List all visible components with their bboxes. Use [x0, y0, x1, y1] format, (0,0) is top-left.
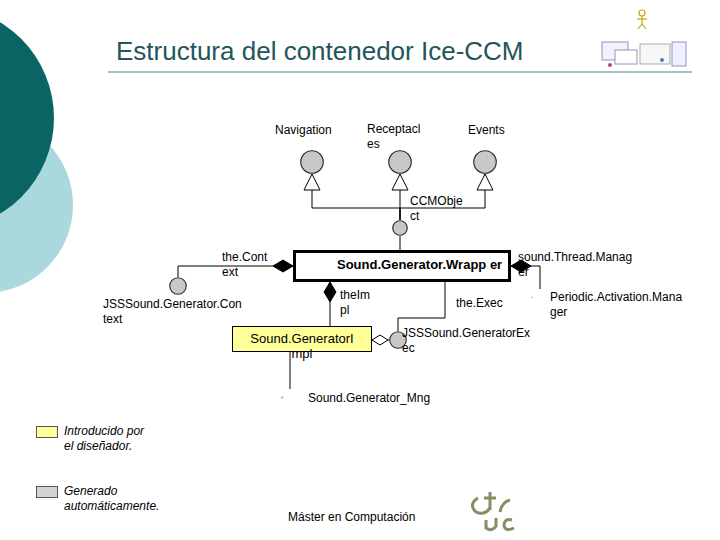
role-label: theIm pl — [340, 288, 380, 318]
interface-circle: JSSSound.Generator.Con text — [169, 277, 187, 295]
connector — [290, 352, 291, 389]
circle-outline — [392, 220, 408, 236]
connector — [400, 174, 401, 220]
interface-circle: Navigation — [300, 150, 324, 174]
circle-outline — [388, 150, 412, 174]
role-label: sound.Thread.Manag er — [518, 250, 640, 280]
legend-text: Generado automáticamente. — [64, 484, 184, 514]
interface-circle: Events — [473, 150, 497, 174]
role-label: the.Cont ext — [222, 250, 274, 280]
class-name: Sound.Generator.Wrapp er — [337, 257, 505, 272]
interface-label: Navigation — [275, 123, 355, 138]
legend-swatch — [36, 426, 58, 438]
interface-circle: Sound.Generator_Mng — [281, 389, 299, 407]
class-box: Sound.Generator.Wrapp er — [293, 250, 511, 282]
circle-outline — [300, 150, 324, 174]
connector — [372, 340, 389, 341]
interface-label: JSSSound.GeneratorEx ec — [402, 326, 534, 356]
connector — [312, 174, 400, 220]
role-label: the.Exec — [456, 296, 516, 311]
footer-text: Máster en Computación — [288, 510, 415, 524]
interface-circle: Receptacl es — [388, 150, 412, 174]
interface-circle: CCMObje ct — [392, 220, 408, 236]
connector — [398, 282, 445, 331]
legend-text: Introducido por el diseñador. — [64, 424, 154, 454]
decor-circle — [0, 6, 54, 230]
interface-label: Receptacl es — [367, 122, 425, 152]
connector — [330, 282, 331, 326]
circle-outline — [169, 277, 187, 295]
title-rule — [108, 72, 692, 73]
university-logo — [472, 492, 514, 530]
class-box: Sound.GeneratorI mpl — [232, 326, 372, 352]
circle-outline — [281, 389, 299, 407]
interface-circle: Periodic.Activation.Mana ger — [531, 289, 549, 307]
interface-label: CCMObje ct — [410, 194, 466, 224]
connector — [400, 236, 401, 250]
legend-swatch — [36, 486, 58, 498]
interface-label: Events — [468, 123, 528, 138]
interface-circle: JSSSound.GeneratorEx ec — [389, 331, 407, 349]
circle-outline — [473, 150, 497, 174]
class-name: Sound.GeneratorI mpl — [242, 331, 362, 361]
top-icon — [602, 10, 686, 67]
interface-label: Sound.Generator_Mng — [308, 391, 458, 406]
slide-title: Estructura del contenedor Ice-CCM — [116, 36, 524, 67]
interface-label: Periodic.Activation.Mana ger — [550, 290, 695, 320]
interface-label: JSSSound.Generator.Con text — [103, 297, 248, 327]
circle-outline — [531, 289, 549, 307]
